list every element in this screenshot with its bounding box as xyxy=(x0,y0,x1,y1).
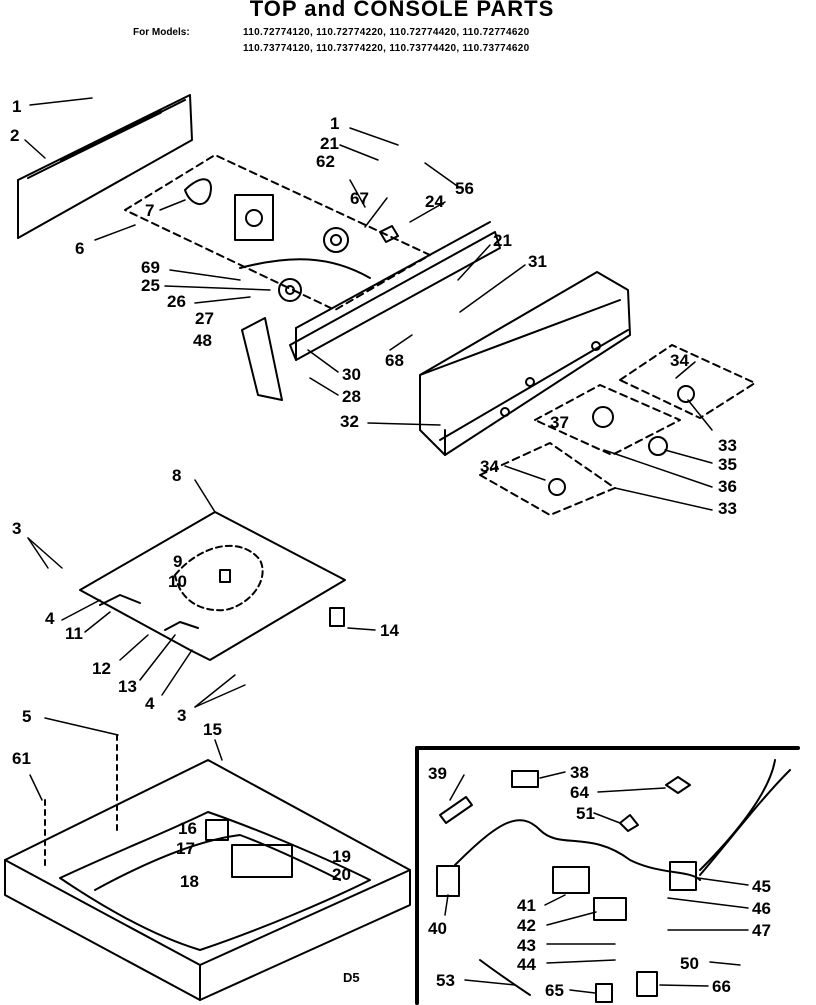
callout-33: 33 xyxy=(718,436,737,455)
callout-6: 6 xyxy=(75,239,85,258)
knobs xyxy=(548,385,695,496)
console-end-support xyxy=(241,317,283,401)
callout-32: 32 xyxy=(340,412,359,431)
callout-61: 61 xyxy=(12,749,31,768)
callout-42: 42 xyxy=(517,916,536,935)
model-numbers-line-2: 110.73774120, 110.73774220, 110.73774420… xyxy=(243,43,530,54)
callout-18: 18 xyxy=(180,872,199,891)
callout-64: 64 xyxy=(570,783,589,802)
callout-37: 37 xyxy=(550,413,569,432)
callout-2: 2 xyxy=(10,126,20,145)
callout-13: 13 xyxy=(118,677,137,696)
callout-36: 36 xyxy=(718,477,737,496)
callout-50: 50 xyxy=(680,954,699,973)
callout-3: 3 xyxy=(177,706,187,725)
callout-33: 33 xyxy=(718,499,737,518)
callout-62: 62 xyxy=(316,152,335,171)
callout-47: 47 xyxy=(752,921,771,940)
callout-1: 1 xyxy=(330,114,340,133)
callout-15: 15 xyxy=(203,720,222,739)
callout-46: 46 xyxy=(752,899,771,918)
callout-4: 4 xyxy=(45,609,55,628)
callout-43: 43 xyxy=(517,936,536,955)
callout-51: 51 xyxy=(576,804,595,823)
page-code: D5 xyxy=(343,970,360,985)
callout-66: 66 xyxy=(712,977,731,996)
callout-48: 48 xyxy=(193,331,212,350)
callout-27: 27 xyxy=(195,309,214,328)
callout-14: 14 xyxy=(380,621,399,640)
callout-1: 1 xyxy=(12,97,22,116)
callout-12: 12 xyxy=(92,659,111,678)
callout-7: 7 xyxy=(145,201,155,220)
callout-24: 24 xyxy=(425,192,444,211)
leader-lines xyxy=(24,97,749,994)
callout-21: 21 xyxy=(493,231,512,250)
callout-3: 3 xyxy=(12,519,22,538)
callout-31: 31 xyxy=(528,252,547,271)
callout-4: 4 xyxy=(145,694,155,713)
timer-assembly xyxy=(184,178,399,302)
callout-25: 25 xyxy=(141,276,160,295)
callout-8: 8 xyxy=(172,466,182,485)
callout-28: 28 xyxy=(342,387,361,406)
callout-41: 41 xyxy=(517,896,536,915)
callout-39: 39 xyxy=(428,764,447,783)
callout-34: 34 xyxy=(670,351,689,370)
callout-69: 69 xyxy=(141,258,160,277)
callout-40: 40 xyxy=(428,919,447,938)
callout-67: 67 xyxy=(350,189,369,208)
knob-group-outlines xyxy=(479,344,756,516)
callout-17: 17 xyxy=(176,839,195,858)
callout-16: 16 xyxy=(178,819,197,838)
washer-lid xyxy=(79,511,346,661)
callout-56: 56 xyxy=(455,179,474,198)
model-numbers-line-1: 110.72774120, 110.72774220, 110.72774420… xyxy=(243,27,530,38)
callout-10: 10 xyxy=(168,572,187,591)
callout-45: 45 xyxy=(752,877,771,896)
back-panel xyxy=(17,94,193,239)
washer-top xyxy=(4,734,411,1001)
console-panel xyxy=(419,271,631,456)
callout-19: 19 xyxy=(332,847,351,866)
console-bracket xyxy=(289,221,501,361)
callout-20: 20 xyxy=(332,865,351,884)
callout-34: 34 xyxy=(480,457,499,476)
callout-5: 5 xyxy=(22,707,32,726)
callout-9: 9 xyxy=(173,552,183,571)
callout-53: 53 xyxy=(436,971,455,990)
callout-65: 65 xyxy=(545,981,564,1000)
callout-38: 38 xyxy=(570,763,589,782)
callout-11: 11 xyxy=(65,624,83,643)
callout-44: 44 xyxy=(517,955,536,974)
callout-30: 30 xyxy=(342,365,361,384)
callout-21: 21 xyxy=(320,134,339,153)
callout-35: 35 xyxy=(718,455,737,474)
wiring-harness-box xyxy=(415,746,800,1005)
callout-68: 68 xyxy=(385,351,404,370)
callout-26: 26 xyxy=(167,292,186,311)
diagram-title: TOP and CONSOLE PARTS xyxy=(249,0,555,21)
models-label: For Models: xyxy=(133,27,190,38)
